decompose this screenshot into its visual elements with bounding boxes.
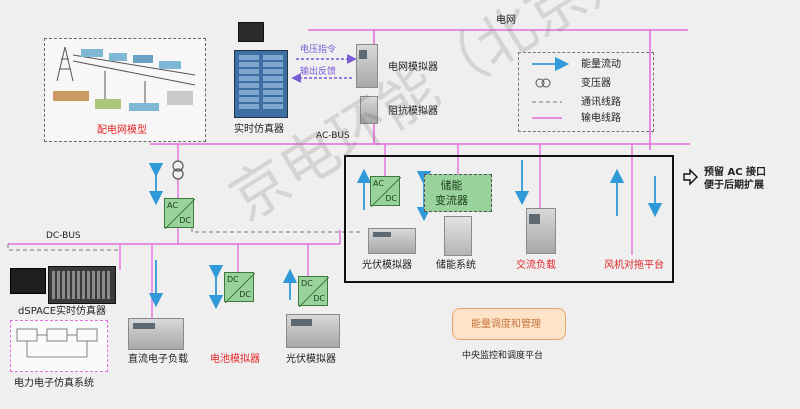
microgrid-frame bbox=[344, 155, 674, 283]
legend-power-line-label: 输电线路 bbox=[581, 113, 621, 124]
battery-simulator-label: 电池模拟器 bbox=[210, 354, 260, 365]
converter-dc-text: DC bbox=[239, 290, 251, 299]
wind-platform-label: 风机对拖平台 bbox=[604, 260, 664, 271]
converter-ac-text: AC bbox=[373, 179, 384, 188]
legend-transformer-icon bbox=[535, 78, 545, 88]
transformer-icon-coil bbox=[172, 168, 184, 180]
energy-dispatch-box: 能量调度和管理 bbox=[452, 308, 566, 340]
converter-dc-text: DC bbox=[227, 275, 239, 284]
rack-icon bbox=[48, 266, 116, 304]
ac-bus-label: AC-BUS bbox=[316, 131, 350, 141]
grid-label: 电网 bbox=[496, 15, 516, 26]
converter-ac-text: AC bbox=[167, 201, 178, 210]
pe-system-label: 电力电子仿真系统 bbox=[14, 378, 94, 389]
dspace-label: dSPACE实时仿真器 bbox=[18, 306, 107, 317]
output-feedback-label: 输出反馈 bbox=[300, 67, 337, 77]
monitor-icon bbox=[238, 22, 264, 42]
distribution-model-box: 配电网模型 bbox=[44, 38, 206, 142]
circuit-schematic-icon bbox=[16, 328, 98, 358]
legend-energy-flow-label: 能量流动 bbox=[581, 59, 621, 70]
pv-simulator-bottom-device bbox=[286, 314, 340, 348]
ac-dc-converter-main: AC DC bbox=[164, 198, 195, 229]
dc-load-device bbox=[128, 318, 184, 350]
converter-dc-text: DC bbox=[385, 194, 397, 203]
legend-box: 能量流动 变压器 通讯线路 输电线路 bbox=[518, 52, 654, 132]
storage-converter-label: 储能 变流器 bbox=[435, 179, 468, 207]
realtime-simulator-label: 实时仿真器 bbox=[234, 124, 284, 135]
dc-bus-label: DC-BUS bbox=[46, 231, 81, 241]
dc-dc-converter-pv: DC DC bbox=[298, 276, 329, 307]
ac-load-device bbox=[526, 208, 556, 254]
dspace-device bbox=[10, 264, 116, 304]
reserve-port-arrow-icon bbox=[683, 168, 698, 186]
legend-comm-line-label: 通讯线路 bbox=[581, 97, 621, 108]
converter-dc-text: DC bbox=[313, 294, 325, 303]
pe-system-box bbox=[10, 320, 108, 372]
transformer-icon bbox=[172, 160, 184, 172]
central-platform-label: 中央监控和调度平台 bbox=[462, 351, 544, 361]
rack-icon bbox=[234, 50, 288, 118]
legend-transformer-icon-coil bbox=[541, 78, 551, 88]
distribution-network-icon bbox=[53, 46, 196, 111]
voltage-command-label: 电压指令 bbox=[300, 45, 337, 55]
ac-dc-converter-pv: AC DC bbox=[370, 176, 401, 207]
pv-simulator-top-label: 光伏模拟器 bbox=[362, 260, 412, 271]
realtime-simulator-device bbox=[230, 22, 292, 120]
monitor-icon bbox=[10, 268, 46, 294]
dc-load-label: 直流电子负载 bbox=[128, 354, 188, 365]
converter-dc-text: DC bbox=[179, 216, 191, 225]
pv-simulator-top-device bbox=[368, 228, 416, 254]
comm-line-left bbox=[7, 244, 118, 251]
storage-system-label: 储能系统 bbox=[436, 260, 476, 271]
distribution-model-label: 配电网模型 bbox=[97, 125, 147, 136]
energy-dispatch-label: 能量调度和管理 bbox=[471, 319, 541, 330]
ac-load-label: 交流负载 bbox=[516, 260, 556, 271]
reserve-ac-port-label: 预留 AC 接口 便于后期扩展 bbox=[704, 167, 767, 191]
dc-dc-converter-battery: DC DC bbox=[224, 272, 255, 303]
impedance-simulator-label: 阻抗模拟器 bbox=[388, 106, 438, 117]
grid-simulator-device bbox=[356, 44, 378, 88]
converter-dc-text: DC bbox=[301, 279, 313, 288]
grid-simulator-label: 电网模拟器 bbox=[388, 62, 438, 73]
impedance-simulator-device bbox=[360, 96, 378, 124]
storage-converter-box: 储能 变流器 bbox=[424, 174, 492, 212]
comm-line-center bbox=[191, 228, 360, 233]
storage-system-device bbox=[444, 216, 472, 256]
pv-simulator-bottom-label: 光伏模拟器 bbox=[286, 354, 336, 365]
legend-transformer-label: 变压器 bbox=[581, 78, 611, 89]
